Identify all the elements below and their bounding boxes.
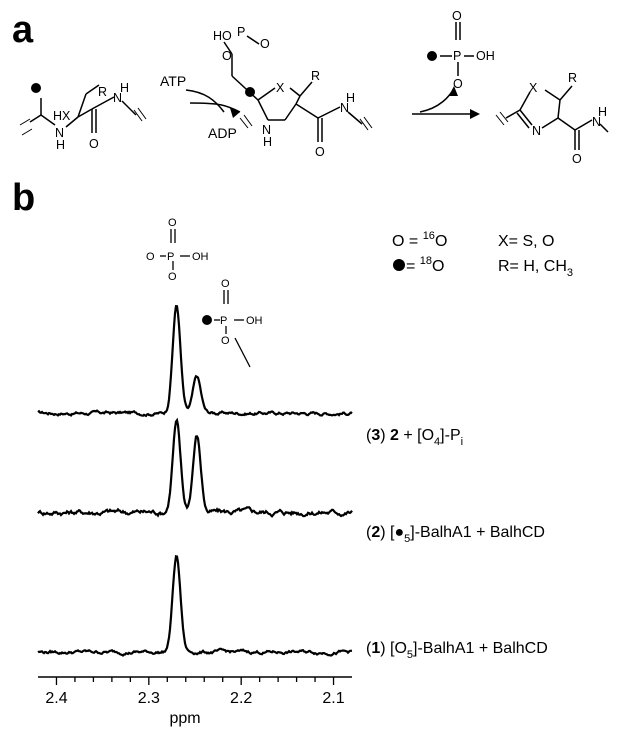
annot-o18-marker bbox=[202, 315, 212, 325]
n-label-product-1: N bbox=[532, 124, 541, 138]
trace-label-2: (2) [●5]-BalhA1 + BalhCD bbox=[366, 524, 545, 545]
n-label-substrate-1: N bbox=[55, 126, 64, 140]
scheme-labels: HX R N H O N H ATP ADP HO P O O X R N H … bbox=[53, 9, 607, 166]
r-label-product: R bbox=[568, 71, 577, 85]
x-axis-label: ppm bbox=[169, 710, 200, 727]
o18-marker-substrate bbox=[31, 83, 41, 93]
x-axis: 2.4 2.3 2.2 2.1 bbox=[38, 676, 352, 707]
reaction-scheme bbox=[19, 22, 609, 150]
o18-marker-phosphate bbox=[427, 51, 437, 61]
release-arrow bbox=[412, 86, 480, 119]
trace-3 bbox=[37, 305, 353, 418]
oh-label-phosphate: OH bbox=[476, 49, 495, 63]
o-label-phosphate-1: O bbox=[452, 9, 462, 23]
o-label-product: O bbox=[572, 152, 582, 166]
annot-labeled-oh: OH bbox=[246, 315, 263, 327]
o-label-intermediate-2: O bbox=[222, 49, 232, 63]
product-structure bbox=[495, 85, 609, 150]
n-label-intermediate-1: N bbox=[262, 123, 271, 137]
annot-labeled-p: P bbox=[220, 315, 227, 327]
n-label-intermediate-2: N bbox=[340, 101, 349, 115]
legend-o16: O = 16O bbox=[392, 230, 447, 250]
h-label-substrate-2: H bbox=[120, 81, 129, 95]
annot-main-p: P bbox=[167, 251, 174, 263]
phosphate-annotation-main bbox=[160, 229, 190, 270]
h-label-intermediate-1: H bbox=[263, 135, 272, 149]
x-tick-label: 2.1 bbox=[322, 690, 344, 707]
o-label-phosphate-2: O bbox=[453, 77, 463, 91]
trace-2-o18-marker: ● bbox=[394, 524, 404, 541]
legend-x-def: X= S, O bbox=[498, 233, 554, 250]
trace-label-1: (1) [O5]-BalhA1 + BalhCD bbox=[366, 640, 548, 661]
annot-labeled-o-top: O bbox=[221, 278, 230, 290]
isotope-legend: O = 16O = 18O X= S, O R= H, CH3 bbox=[392, 230, 573, 279]
o-label-intermediate-3: O bbox=[315, 145, 325, 159]
p-label-intermediate: P bbox=[237, 25, 245, 39]
x-tick-label: 2.4 bbox=[45, 690, 67, 707]
substrate-structure bbox=[19, 84, 147, 136]
trace-label-3: (3) 2 + [O4]-Pi bbox=[366, 427, 463, 448]
adp-label: ADP bbox=[208, 125, 237, 141]
ho-label: HO bbox=[213, 29, 232, 43]
annot-main-o-top: O bbox=[168, 217, 177, 229]
o-label-substrate: O bbox=[89, 137, 99, 151]
annot-main-o-bottom: O bbox=[168, 271, 177, 283]
o18-marker-intermediate bbox=[245, 87, 255, 97]
h-label-product: H bbox=[598, 105, 607, 119]
hx-label: HX bbox=[53, 109, 71, 123]
x-label-product: X bbox=[529, 81, 538, 95]
legend-o18: = 18O bbox=[406, 255, 445, 275]
annot-main-o-left: O bbox=[146, 251, 155, 263]
annot-main-oh: OH bbox=[192, 251, 209, 263]
x-tick-label: 2.3 bbox=[138, 690, 160, 707]
annot-labeled-o-bottom: O bbox=[221, 335, 230, 347]
nmr-traces bbox=[37, 305, 353, 657]
r-label-intermediate: R bbox=[311, 69, 320, 83]
p-label-phosphate: P bbox=[453, 49, 461, 63]
r-label-substrate: R bbox=[98, 85, 107, 99]
h-label-intermediate-2: H bbox=[346, 91, 355, 105]
x-tick-label: 2.2 bbox=[230, 690, 252, 707]
n-label-product-2: N bbox=[592, 115, 601, 129]
atp-label: ATP bbox=[160, 73, 186, 89]
h-label-substrate-1: H bbox=[56, 138, 65, 152]
panel-label-b: b bbox=[12, 177, 35, 219]
trace-2 bbox=[37, 417, 353, 518]
legend-o18-marker bbox=[393, 259, 405, 271]
phosphate-annotation-labeled bbox=[214, 290, 251, 368]
x-label-intermediate: X bbox=[276, 81, 285, 95]
trace-1 bbox=[37, 554, 353, 657]
n-label-substrate-2: N bbox=[113, 91, 122, 105]
released-phosphate bbox=[440, 22, 474, 76]
intermediate-structure bbox=[223, 35, 373, 142]
o-label-intermediate-1: O bbox=[260, 37, 270, 51]
panel-label-a: a bbox=[12, 9, 34, 51]
atp-arrow bbox=[185, 89, 241, 118]
legend-r-def: R= H, CH3 bbox=[498, 258, 573, 279]
